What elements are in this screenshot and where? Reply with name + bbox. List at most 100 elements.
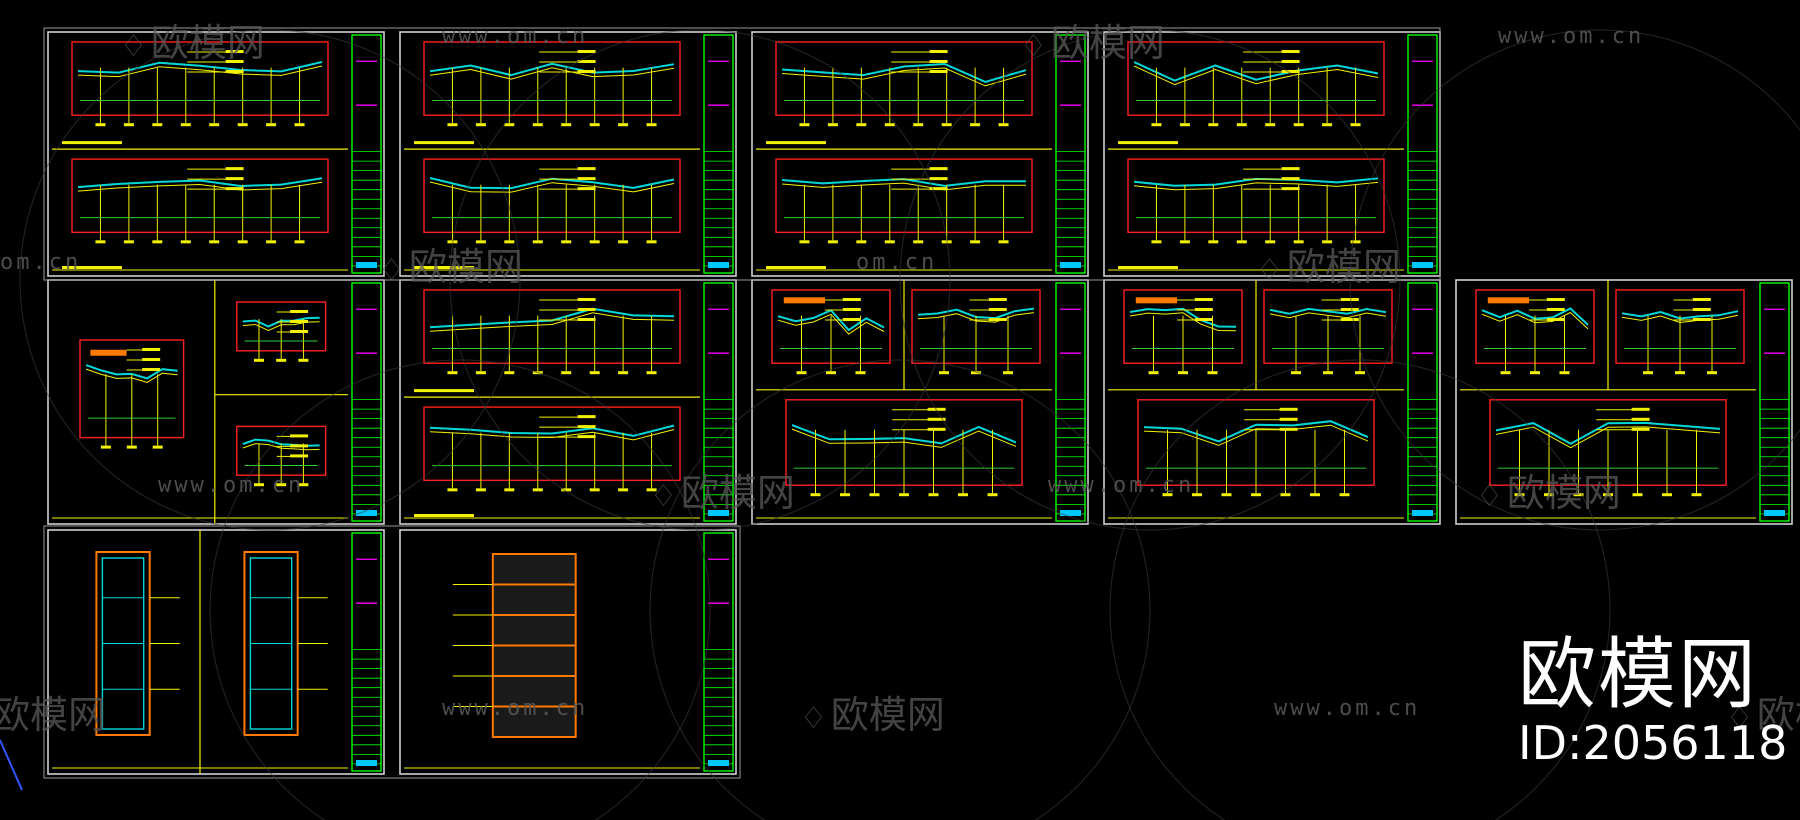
leader-label — [842, 298, 861, 301]
watermark-cn: 欧模网 — [1756, 693, 1800, 737]
leader-label — [842, 318, 861, 321]
view-title — [62, 141, 122, 145]
dimension-tick — [1691, 493, 1702, 497]
leader-label — [1194, 308, 1213, 311]
dimension-tick — [826, 371, 836, 375]
leader-label — [929, 60, 948, 63]
section-profile-offset — [429, 312, 675, 332]
dimension-tick — [1162, 493, 1173, 497]
watermark-cn: 欧模网 — [408, 245, 523, 289]
title-block — [351, 34, 382, 274]
dimension-tick — [237, 123, 248, 127]
watermark-url: www.om.cn — [442, 696, 589, 721]
dimension-tick — [266, 240, 277, 244]
drawing-sheet — [399, 529, 737, 775]
title-stamp — [708, 510, 729, 516]
model-id: ID:2056118 — [1518, 716, 1788, 770]
drawing-sheet — [47, 529, 385, 775]
leader-label — [988, 298, 1007, 301]
watermark-cn: 欧模网 — [1050, 21, 1165, 65]
section-profile — [1129, 307, 1237, 328]
dimension-tick — [987, 493, 998, 497]
dimension-tick — [1208, 123, 1219, 127]
dimension-tick — [970, 123, 981, 127]
dimension-tick — [810, 493, 821, 497]
leader-label — [142, 348, 161, 351]
dimension-tick — [298, 483, 309, 487]
dimension-tick — [532, 123, 543, 127]
watermark-cn: 欧模网 — [680, 471, 795, 515]
drawing-sheet — [399, 31, 737, 277]
watermark-logo-text: ♢欧模网 — [1726, 684, 1800, 739]
leader-label — [225, 177, 244, 181]
sheet-group-frame — [43, 525, 741, 779]
title-block — [351, 532, 382, 772]
material-band — [783, 297, 826, 304]
dimension-tick — [1643, 371, 1653, 375]
section-profile — [1269, 307, 1387, 315]
dimension-tick — [646, 123, 657, 127]
section-profile — [1495, 421, 1721, 445]
dimension-tick — [589, 123, 600, 127]
dimension-tick — [276, 483, 287, 487]
dimension-tick — [1573, 493, 1584, 497]
dimension-tick — [532, 240, 543, 244]
leader-label — [1692, 308, 1711, 311]
detail-frame — [423, 158, 681, 234]
leader-label — [988, 318, 1007, 321]
dimension-tick — [475, 123, 486, 127]
dimension-tick — [646, 488, 657, 492]
title-stamp — [356, 262, 377, 268]
dimension-tick — [180, 123, 191, 127]
leader-label — [577, 435, 596, 439]
leader-label — [1281, 187, 1300, 191]
watermark-cn: 欧模网 — [0, 693, 107, 737]
dimension-tick — [123, 240, 134, 244]
sofa-logo-icon: ♢ — [1726, 701, 1753, 736]
watermark-logo-text: ♢欧模网 — [650, 462, 795, 517]
dimension-tick — [1291, 371, 1301, 375]
leader-label — [927, 417, 946, 421]
title-stamp — [1412, 262, 1433, 268]
watermark-url: www.om.cn — [1498, 24, 1645, 49]
dimension-tick — [504, 488, 515, 492]
dimension-tick — [1151, 240, 1162, 244]
dimension-tick — [1003, 371, 1013, 375]
leader-label — [290, 330, 309, 333]
dimension-tick — [447, 488, 458, 492]
section-profile-offset — [77, 65, 323, 78]
leader-label — [577, 167, 596, 171]
section-profile-offset — [77, 181, 323, 192]
watermark-url-partial: om.cn — [0, 250, 82, 275]
view-title — [414, 141, 474, 145]
dimension-tick — [561, 371, 572, 375]
section-profile-offset — [777, 313, 885, 335]
leader-label — [290, 454, 309, 458]
sheet-border — [1455, 279, 1793, 525]
leader-label — [1692, 298, 1711, 301]
title-stamp — [708, 262, 729, 268]
leader-label — [577, 298, 596, 301]
sheet-border — [399, 529, 737, 775]
title-block — [351, 282, 382, 522]
view-title — [414, 514, 474, 517]
drawing-sheet — [47, 279, 385, 525]
title-block — [703, 532, 734, 772]
dimension-tick — [1559, 371, 1570, 375]
edge-line — [0, 739, 23, 791]
dimension-tick — [254, 358, 264, 362]
dimension-tick — [504, 123, 515, 127]
view-title — [414, 389, 474, 393]
dimension-tick — [1707, 371, 1717, 375]
leader-label — [577, 60, 596, 63]
title-stamp — [708, 760, 729, 766]
dimension-tick — [1293, 240, 1304, 244]
dimension-tick — [855, 371, 866, 375]
view-title — [414, 266, 474, 269]
watermark-url-partial: om.cn — [856, 250, 938, 275]
dimension-tick — [646, 240, 657, 244]
sofa-logo-icon: ♢ — [1020, 29, 1047, 64]
leader-label — [929, 177, 948, 181]
dimension-tick — [970, 240, 981, 244]
